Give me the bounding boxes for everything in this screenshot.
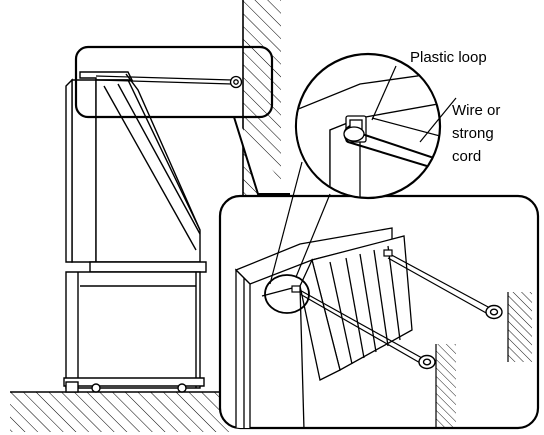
side-view-wall-loop xyxy=(229,75,243,89)
wire-label-line2: strong xyxy=(452,125,494,142)
callout-pointer xyxy=(233,116,290,195)
wire-label-line3: cord xyxy=(452,148,481,165)
detail-highlight-circle xyxy=(264,274,310,314)
floor xyxy=(10,391,243,432)
wire-label-line1: Wire or xyxy=(452,102,500,119)
tv-side-view xyxy=(63,71,207,393)
plastic-loop-label: Plastic loop xyxy=(410,49,487,66)
focus-frame xyxy=(74,45,274,119)
label-leaders xyxy=(371,65,457,143)
side-view-wire xyxy=(95,75,233,85)
zoom-panel xyxy=(218,194,540,430)
detail-circle xyxy=(269,52,442,285)
